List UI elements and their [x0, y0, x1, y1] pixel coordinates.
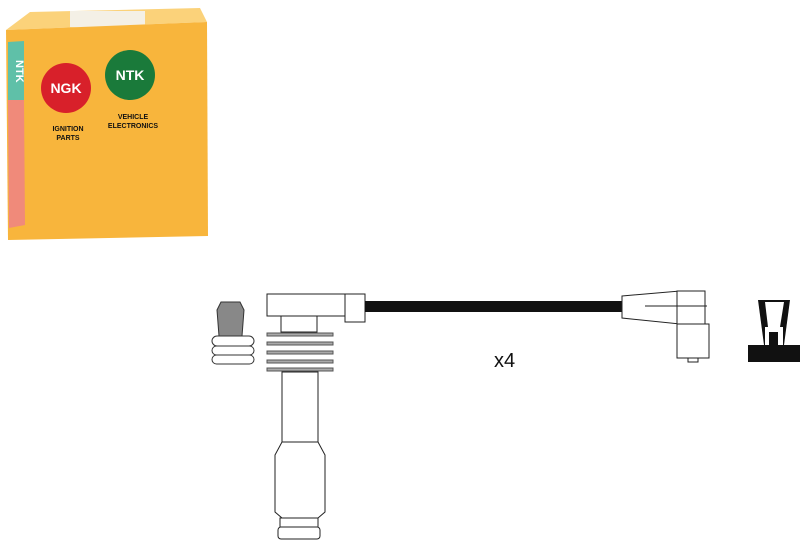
ntk-caption: VEHICLE — [118, 114, 149, 121]
plug-terminal-icon — [211, 301, 255, 365]
ngk-package-box: NTK NGK NTK IGNITION PARTS VEHICLE ELECT… — [6, 8, 208, 240]
ngk-caption: IGNITION — [52, 126, 83, 133]
ntk-logo: NTK — [105, 50, 155, 100]
quantity-label: x4 — [494, 350, 516, 372]
side-brand-text: NTK — [13, 60, 25, 83]
coil-boot-icon — [621, 290, 710, 363]
coil-connector-icon — [748, 300, 800, 362]
svg-text:PARTS: PARTS — [56, 135, 80, 142]
spark-plug-boot-icon — [266, 293, 366, 540]
svg-text:NTK: NTK — [116, 67, 145, 83]
ignition-cable — [365, 301, 625, 312]
ngk-logo: NGK — [41, 63, 91, 113]
svg-text:NGK: NGK — [50, 80, 81, 96]
svg-text:ELECTRONICS: ELECTRONICS — [108, 123, 159, 130]
